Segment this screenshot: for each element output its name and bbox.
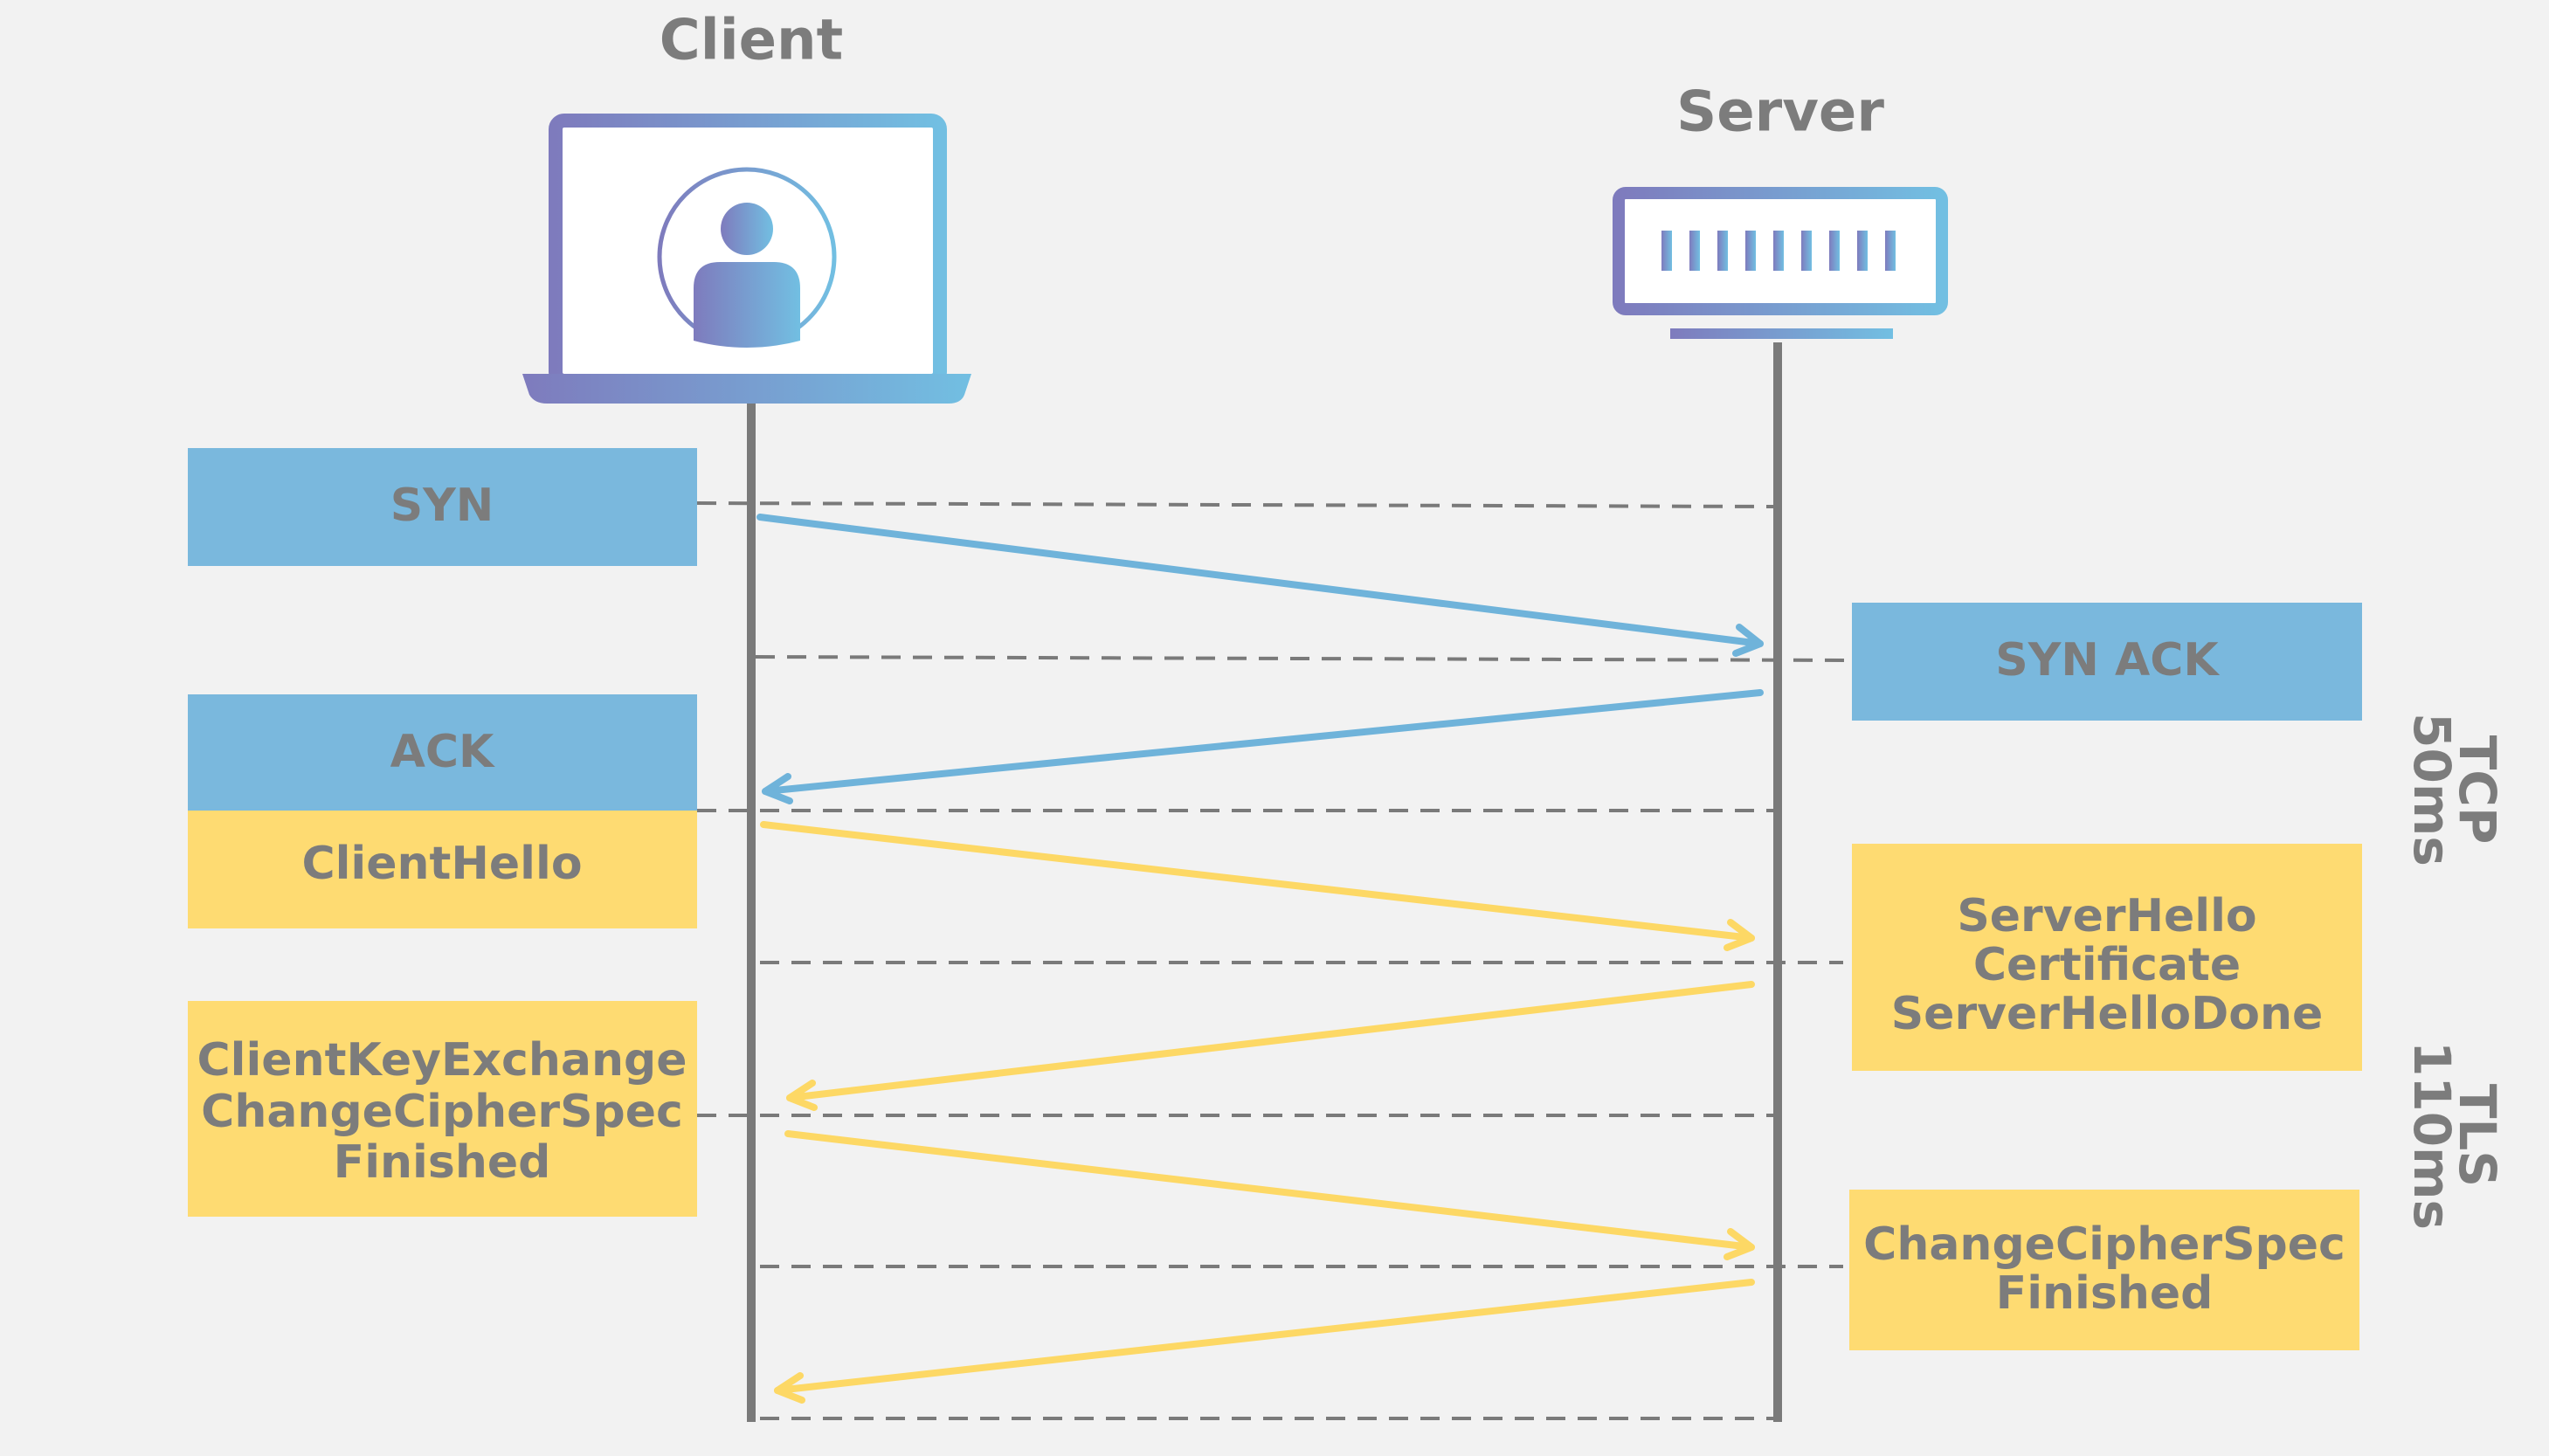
syn-label: SYN xyxy=(390,480,494,532)
server-hello-message: ServerHello Certificate ServerHelloDone xyxy=(1852,844,2362,1071)
client-hello-label: ClientHello xyxy=(301,838,582,890)
server-change-cipher-spec-label: ChangeCipherSpec xyxy=(1863,1218,2345,1271)
server-finished-message: ChangeCipherSpec Finished xyxy=(1849,1190,2359,1350)
server-vent-bar xyxy=(1857,231,1868,271)
syn-ack-label: SYN ACK xyxy=(1995,634,2220,687)
tcp-phase-label: TCP 50ms xyxy=(2402,713,2507,866)
server-finished-label: Finished xyxy=(1996,1267,2214,1320)
ack-message: ACK xyxy=(188,694,697,811)
finished-label: Finished xyxy=(334,1136,551,1189)
syn-arrow xyxy=(756,514,1764,657)
server-vent-bar xyxy=(1801,231,1812,271)
server-vent-bar xyxy=(1661,231,1672,271)
client-key-exchange-arrow xyxy=(784,1130,1755,1260)
syn-ack-arrow xyxy=(762,689,1764,804)
server-finished-arrow xyxy=(774,1279,1755,1404)
change-cipher-spec-label: ChangeCipherSpec xyxy=(201,1086,683,1138)
client-hello-message: ClientHello xyxy=(188,811,697,928)
server-vent-bar xyxy=(1885,231,1896,271)
server-title: Server xyxy=(1676,80,1884,145)
tcp-phase-duration: 50ms xyxy=(2402,713,2462,866)
tls-phase-duration: 110ms xyxy=(2402,1041,2462,1230)
client-key-exchange-message: ClientKeyExchange ChangeCipherSpec Finis… xyxy=(188,1001,697,1217)
server-vent-bar xyxy=(1829,231,1840,271)
server-vent-bar xyxy=(1745,231,1756,271)
client-title: Client xyxy=(660,9,843,73)
syn-ack-message: SYN ACK xyxy=(1852,603,2362,721)
server-hello-label: ServerHello xyxy=(1957,890,2256,942)
server-vent-bar xyxy=(1689,231,1700,271)
tcp-phase-name: TCP xyxy=(2448,735,2507,845)
user-laptop-icon xyxy=(522,114,971,404)
certificate-label: Certificate xyxy=(1973,939,2241,991)
ack-label: ACK xyxy=(390,726,495,778)
client-key-exchange-label: ClientKeyExchange xyxy=(197,1034,687,1087)
server-hello-arrow xyxy=(786,981,1755,1111)
syn-message: SYN xyxy=(188,448,697,566)
server-vent-bar xyxy=(1717,231,1728,271)
server-vent-bar xyxy=(1773,231,1784,271)
timing-guides xyxy=(696,501,1853,1420)
client-hello-arrow xyxy=(760,821,1755,951)
tls-phase-label: TLS 110ms xyxy=(2402,1041,2507,1230)
tls-phase-name: TLS xyxy=(2448,1084,2507,1187)
server-hello-done-label: ServerHelloDone xyxy=(1891,988,2324,1040)
server-rack-icon xyxy=(1613,187,1948,339)
